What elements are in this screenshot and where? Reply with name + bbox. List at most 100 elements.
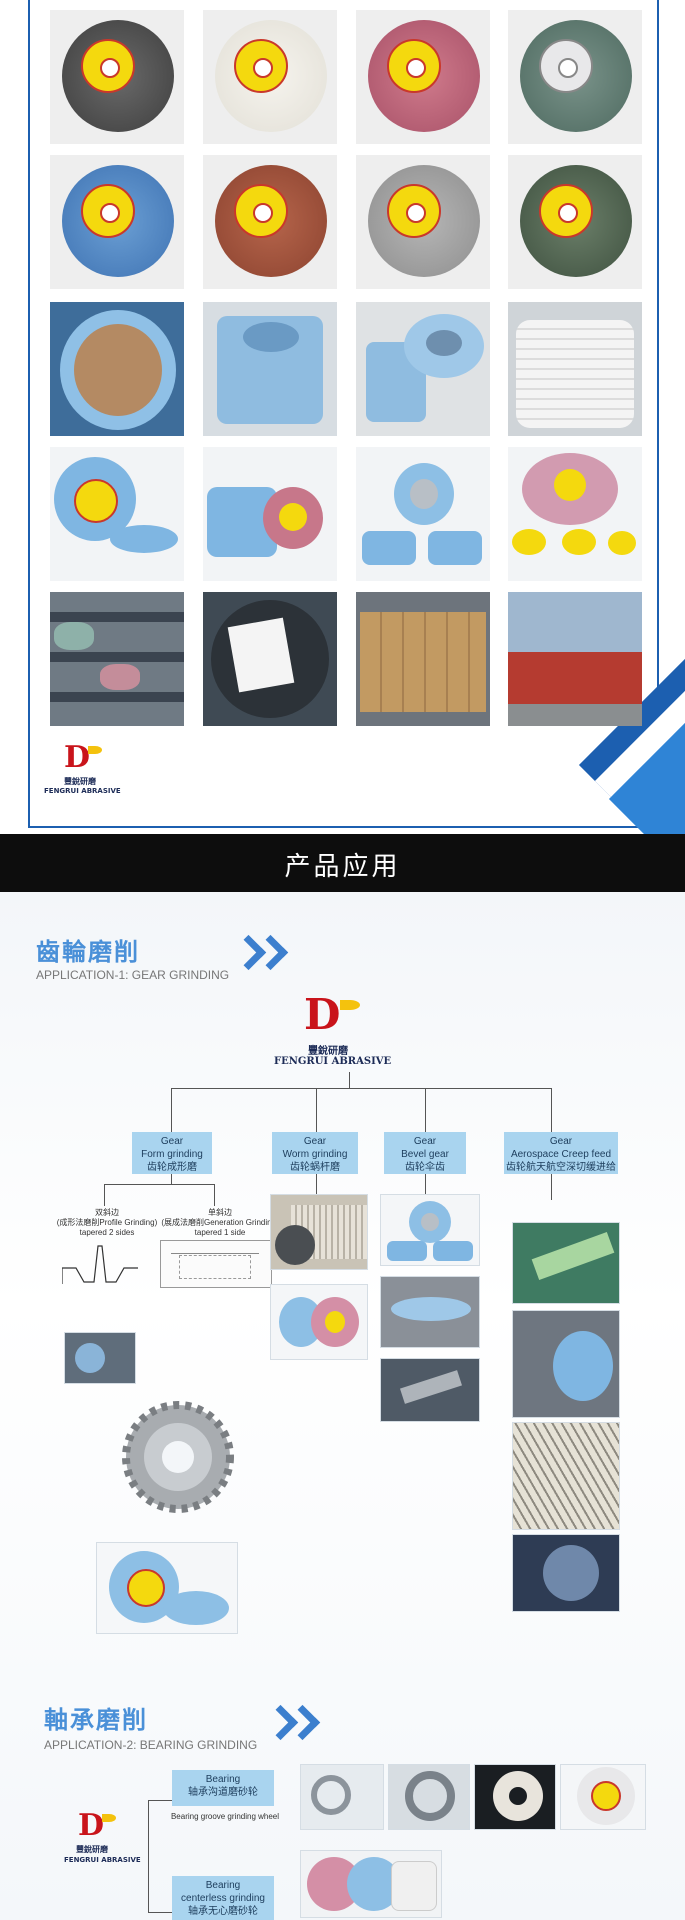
product-wheel-gray xyxy=(50,10,184,144)
photo-jet-engine xyxy=(512,1534,620,1612)
product-blue-pink-cylinders xyxy=(203,447,337,581)
category-form-grinding: Gear Form grinding 齿轮成形磨 xyxy=(132,1132,212,1174)
category-line: 齿轮蜗杆磨 xyxy=(290,1162,340,1173)
logo-bird xyxy=(102,1814,116,1822)
generation-grinding-diagram xyxy=(160,1240,272,1288)
photo-centerless-wheels xyxy=(300,1850,442,1918)
photo-aerospace-machine xyxy=(512,1310,620,1418)
brand-logo-bearing: D 豐銳研磨 FENGRUI ABRASIVE xyxy=(64,1808,164,1866)
form-note-left: 双斜边 (成形法磨削Profile Grinding) tapered 2 si… xyxy=(52,1208,162,1238)
category-line: Bevel gear xyxy=(401,1149,449,1160)
category-line: 齿轮成形磨 xyxy=(147,1162,197,1173)
category-line: Aerospace Creep feed xyxy=(510,1149,612,1160)
photo-shipping-truck xyxy=(508,592,642,726)
category-line: Gear xyxy=(160,1136,184,1147)
app2-title: 軸承磨削 xyxy=(44,1706,148,1734)
bearing-centerless-box: Bearing centerless grinding 轴承无心磨砂轮 xyxy=(172,1876,274,1920)
form-note-line: tapered 1 side xyxy=(194,1228,246,1237)
photo-worm-wheels xyxy=(270,1284,368,1360)
logo-bird xyxy=(340,1000,360,1010)
logo-cn-text: 豐銳研磨 xyxy=(76,1845,108,1854)
tree-connector xyxy=(171,1088,551,1089)
tree-connector xyxy=(171,1088,172,1132)
logo-mark: D xyxy=(64,740,91,775)
tree-connector xyxy=(104,1184,105,1206)
category-aerospace-creep-feed: Gear Aerospace Creep feed 齿轮航天航空深切缓进给 xyxy=(504,1132,618,1174)
form-note-line: tapered 2 sides xyxy=(79,1228,135,1237)
logo-mark: D xyxy=(304,990,341,1039)
photo-bearing-wheel-label xyxy=(560,1764,646,1830)
photo-packaged-wheel xyxy=(203,592,337,726)
product-wheel-light-gray xyxy=(356,155,490,289)
photo-form-grinding-machine xyxy=(64,1332,136,1384)
product-gallery: D 豐銳研磨 FENGRUI ABRASIVE xyxy=(0,0,685,834)
logo-bird xyxy=(88,746,102,754)
form-note-line: 单斜边 xyxy=(208,1208,232,1217)
section-band: 产品应用 xyxy=(0,834,685,892)
tree-connector xyxy=(425,1174,426,1194)
photo-pallet-boxes xyxy=(356,592,490,726)
product-wheel-brown xyxy=(203,155,337,289)
category-worm-grinding: Gear Worm grinding 齿轮蜗杆磨 xyxy=(272,1132,358,1174)
form-note-line: 双斜边 xyxy=(95,1208,119,1217)
category-line: Gear xyxy=(549,1136,573,1147)
tree-connector xyxy=(148,1800,172,1801)
app1-subtitle: APPLICATION-1: GEAR GRINDING xyxy=(36,968,230,982)
product-white-stack xyxy=(508,302,642,436)
category-line: Worm grinding xyxy=(282,1149,348,1160)
form-note-line: (成形法磨削Profile Grinding) xyxy=(56,1218,158,1227)
product-wheel-green xyxy=(508,10,642,144)
tree-connector xyxy=(425,1088,426,1132)
tree-connector xyxy=(551,1174,552,1200)
logo-en-text: FENGRUI ABRASIVE xyxy=(64,1856,141,1864)
bearing-groove-note: Bearing groove grinding wheel xyxy=(170,1812,280,1821)
product-blue-cylinder xyxy=(203,302,337,436)
logo-mark: D xyxy=(78,1808,105,1843)
photo-blue-form-wheels xyxy=(96,1542,238,1634)
gear-image xyxy=(118,1397,238,1517)
chevron-right-icon xyxy=(252,934,289,971)
form-note-line: (展成法磨削Generation Grinding) xyxy=(161,1218,279,1227)
product-blue-rings xyxy=(356,447,490,581)
form-note-right: 单斜边 (展成法磨削Generation Grinding) tapered 1… xyxy=(160,1208,280,1238)
tree-connector xyxy=(214,1184,215,1206)
frame-right-line xyxy=(657,0,659,700)
tree-connector xyxy=(316,1174,317,1194)
category-line: 齿轮航天航空深切缓进给 xyxy=(506,1162,616,1173)
product-blue-cup-wheel xyxy=(50,302,184,436)
photo-bevel-gear-shaft xyxy=(380,1358,480,1422)
product-wheel-dark-green xyxy=(508,155,642,289)
category-line: Gear xyxy=(303,1136,327,1147)
bearing-box-line: 轴承沟道磨砂轮 xyxy=(188,1787,258,1798)
product-wheel-pink xyxy=(356,10,490,144)
category-line: 齿轮伞齿 xyxy=(405,1162,445,1173)
bearing-box-line: 轴承无心磨砂轮 xyxy=(188,1906,258,1917)
tree-connector xyxy=(148,1912,172,1913)
frame-left-line xyxy=(28,0,30,828)
chevron-right-icon xyxy=(284,1704,321,1741)
bearing-groove-box: Bearing 轴承沟道磨砂轮 xyxy=(172,1770,274,1806)
photo-bearing-ring xyxy=(388,1764,470,1830)
tree-connector xyxy=(551,1088,552,1132)
photo-aerospace-blade-grinding xyxy=(512,1222,620,1304)
category-line: Gear xyxy=(413,1136,437,1147)
product-blue-wheels xyxy=(50,447,184,581)
photo-turbine-blades xyxy=(512,1422,620,1530)
logo-cn-text: 豐銳研磨 xyxy=(64,777,96,786)
tree-connector xyxy=(316,1088,317,1132)
section-band-title: 产品应用 xyxy=(284,852,401,882)
brand-logo-center: D 豐銳研磨 FENGRUI ABRASIVE xyxy=(270,990,410,1068)
bearing-box-line: Bearing xyxy=(205,1774,241,1785)
photo-black-wheel xyxy=(474,1764,556,1830)
application-section: 齒輪磨削 APPLICATION-1: GEAR GRINDING D 豐銳研磨… xyxy=(0,892,685,1920)
photo-bearings xyxy=(300,1764,384,1830)
tree-connector xyxy=(104,1184,214,1185)
app2-subtitle: APPLICATION-2: BEARING GRINDING xyxy=(44,1738,258,1752)
tree-connector xyxy=(349,1072,350,1088)
product-wheel-blue xyxy=(50,155,184,289)
logo-cn-text: 豐銳研磨 xyxy=(308,1046,348,1057)
tree-connector xyxy=(171,1174,172,1184)
product-blue-stack xyxy=(356,302,490,436)
frame-bottom-line xyxy=(28,826,685,828)
logo-en-text: FENGRUI ABRASIVE xyxy=(44,787,121,795)
